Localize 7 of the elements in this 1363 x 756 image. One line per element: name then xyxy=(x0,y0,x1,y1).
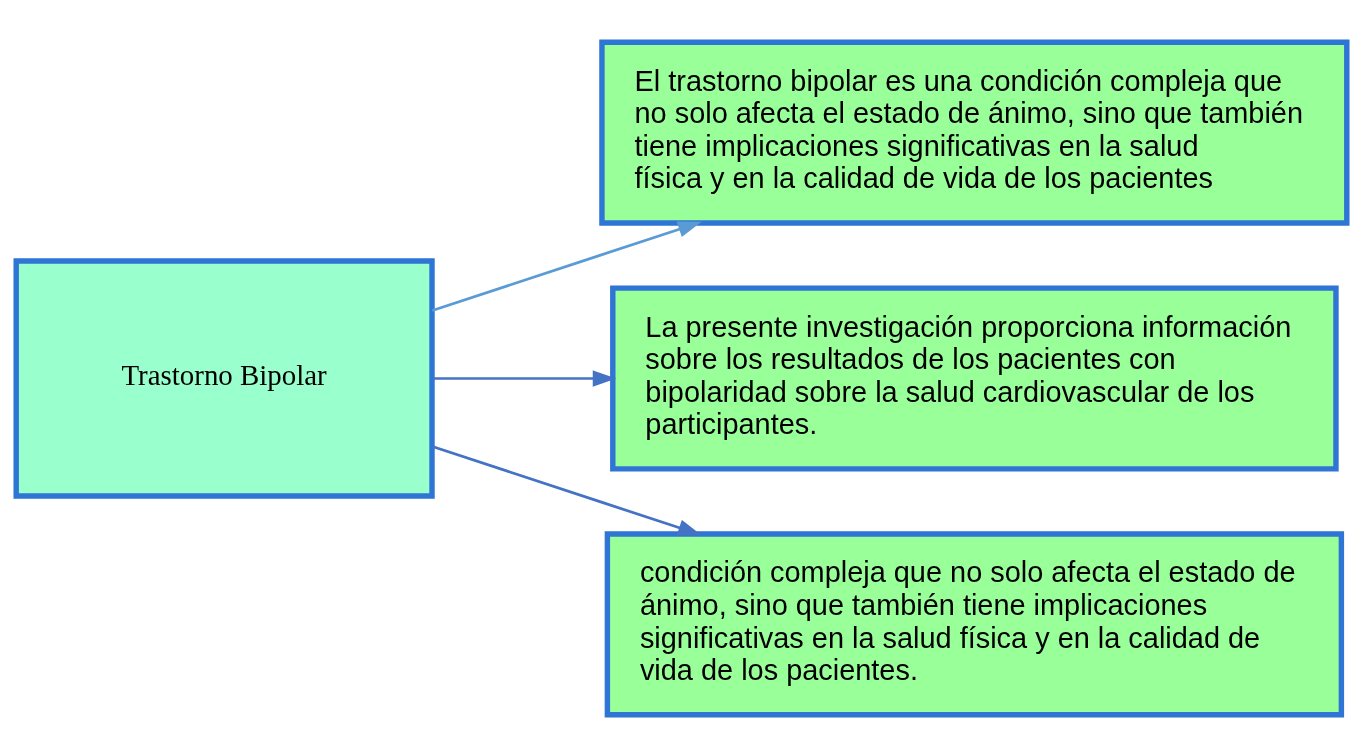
node-box: El trastorno bipolar es una condición compleja que no solo afecta el estado de ánimo, sino que también tiene implicaciones significativas en la salud física y en la calidad de vida de los pacientes xyxy=(599,39,1350,226)
node-box: La presente investigación proporciona información sobre los resultados de los pacientes con bipolaridad sobre la salud cardiovascular de los participantes. xyxy=(610,284,1339,472)
arrow xyxy=(432,220,702,312)
node-box: condición compleja que no solo afecta el estado de ánimo, sino que también tiene implicaciones significativas en la salud física y en la calidad de vida de los pacientes. xyxy=(604,530,1345,717)
node-box: Trastorno Bipolar xyxy=(13,257,435,499)
arrow xyxy=(432,369,617,387)
arrow xyxy=(432,444,702,536)
